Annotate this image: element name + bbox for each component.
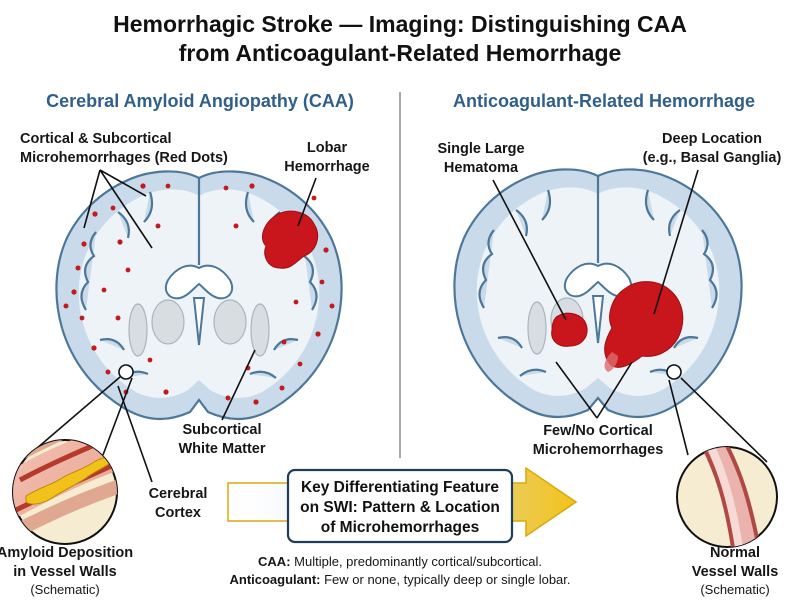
amyloid-vessel-inset: [12, 376, 133, 545]
microbleeds-label-line-1: Cortical & Subcortical: [20, 131, 171, 147]
right-lateral-ventricles: [563, 262, 633, 298]
left-lateral-ventricles: [164, 264, 234, 300]
lobar-label-line-1: Lobar: [307, 140, 348, 156]
few-microbleeds-label-line-2: Microhemorrhages: [533, 442, 664, 458]
summary-anticoagulant: Anticoagulant: Few or none, typically de…: [229, 572, 570, 587]
normal-vessel-label-line-2: Vessel Walls: [692, 564, 779, 580]
right-sulci: [515, 189, 681, 237]
left-sulci: [117, 191, 281, 239]
few-microbleeds-label-line-1: Few/No Cortical: [543, 423, 653, 439]
right-inset-connectors: [668, 377, 768, 463]
right-panel-heading: Anticoagulant-Related Hemorrhage: [453, 91, 755, 111]
hematoma-blur: [604, 352, 618, 372]
cortex-label-line-2: Cortex: [155, 505, 201, 521]
deep-large-hematoma: [604, 281, 684, 368]
left-gyrus: [80, 231, 97, 311]
white-matter-label-line-1: Subcortical: [183, 422, 262, 438]
lobar-label-line-2: Hemorrhage: [284, 159, 369, 175]
microbleeds-label-line-2: Microhemorrhages (Red Dots): [20, 150, 228, 166]
deep-location-label-line-2: (e.g., Basal Ganglia): [643, 150, 782, 166]
amyloid-label-line-1: Amyloid Deposition: [0, 545, 133, 561]
lobar-hemorrhage: [262, 210, 319, 269]
left-brain-section: [55, 170, 343, 420]
single-small-hematoma: [551, 312, 588, 347]
right-gyrus: [478, 229, 495, 309]
right-brain-section: [453, 168, 743, 418]
summary-caa-text: Multiple, predominantly cortical/subcort…: [291, 554, 542, 569]
right-sulci: [497, 336, 699, 377]
summary-caa: CAA: Multiple, predominantly cortical/su…: [258, 554, 542, 569]
microbleed-dots: [63, 183, 335, 405]
normal-vessel-schematic-note: (Schematic): [700, 582, 769, 597]
normal-vessel-label-line-1: Normal: [710, 545, 760, 561]
summary-caa-term: CAA:: [258, 554, 291, 569]
hematoma-label-line-2: Hematoma: [444, 160, 519, 176]
title-line-2: from Anticoagulant-Related Hemorrhage: [179, 40, 622, 66]
amyloid-schematic-note: (Schematic): [30, 582, 99, 597]
left-basal-ganglia: [213, 299, 247, 345]
left-insula: [128, 303, 148, 357]
left-basal-ganglia: [151, 299, 185, 345]
left-third-ventricle: [192, 297, 206, 346]
amyloid-label-line-2: in Vessel Walls: [13, 564, 116, 580]
key-feature-line-2: on SWI: Pattern & Location: [300, 499, 500, 516]
hematoma-pointer: [492, 179, 567, 321]
key-feature-line-3: of Microhemorrhages: [321, 519, 479, 536]
hematoma-label-line-1: Single Large: [437, 141, 524, 157]
title-line-1: Hemorrhagic Stroke — Imaging: Distinguis…: [113, 11, 687, 37]
lobar-pointer: [297, 177, 317, 227]
left-panel-heading: Cerebral Amyloid Angiopathy (CAA): [46, 91, 354, 111]
cortex-label-line-1: Cerebral: [149, 486, 208, 502]
right-magnify-marker: [666, 364, 682, 380]
summary-anticoagulant-text: Few or none, typically deep or single lo…: [320, 572, 570, 587]
right-insula: [527, 301, 547, 355]
left-magnify-marker: [118, 364, 134, 380]
microbleeds-pointers: [83, 169, 153, 249]
key-feature-box: [286, 468, 514, 544]
few-microbleeds-pointers: [555, 361, 633, 419]
left-inset-connectors: [28, 376, 133, 456]
left-insula: [250, 303, 270, 357]
deep-location-label-line-1: Deep Location: [662, 131, 762, 147]
right-third-ventricle: [591, 295, 605, 344]
right-gyrus: [701, 229, 718, 309]
white-matter-pointer: [221, 349, 256, 421]
deep-location-pointer: [653, 169, 699, 315]
normal-vessel-inset: [668, 377, 778, 548]
white-matter-label-line-2: White Matter: [179, 441, 266, 457]
summary-anticoagulant-term: Anticoagulant:: [229, 572, 320, 587]
key-feature-line-1: Key Differentiating Feature: [301, 479, 499, 496]
